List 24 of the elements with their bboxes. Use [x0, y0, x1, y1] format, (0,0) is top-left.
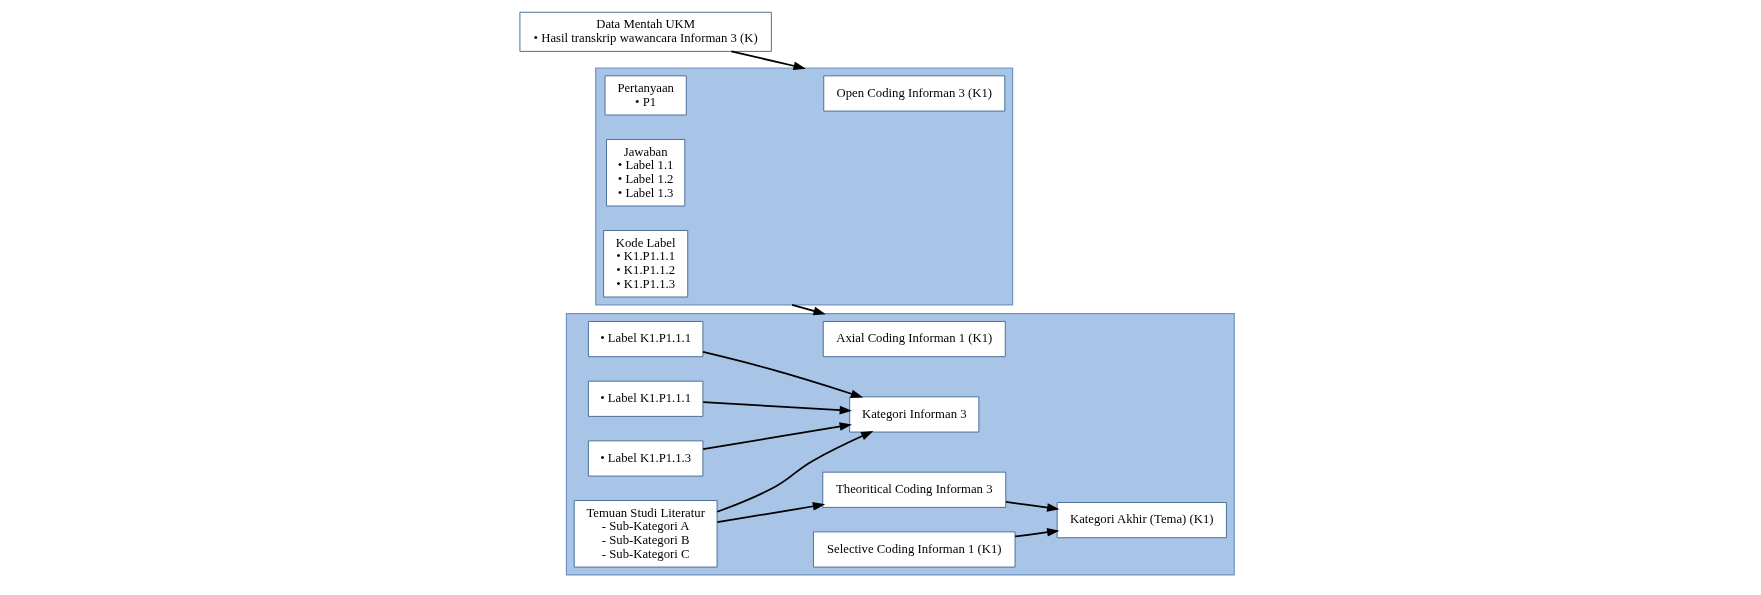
- arrow: [1004, 501, 1059, 512]
- arrow: [701, 401, 852, 415]
- arrow: [701, 422, 852, 450]
- arrow: [716, 502, 825, 523]
- node-box: Kategori Akhir (Tema) (K1): [1056, 502, 1227, 539]
- node-box: Temuan Studi Literatur - Sub-Kategori A - Sub-Kategori B - Sub-Kategori C: [573, 500, 718, 568]
- node-box: Kode Label • K1.P1.1.1 • K1.P1.1.2 • K1.P1.1.3: [602, 230, 688, 298]
- node-box: • Label K1.P1.1.1: [587, 380, 703, 417]
- node-box: Jawaban • Label 1.1 • Label 1.2 • Label 1.3: [605, 138, 685, 207]
- node-box: • Label K1.P1.1.3: [587, 440, 703, 477]
- node-box: Selective Coding Informan 1 (K1): [812, 531, 1016, 568]
- cluster: [565, 313, 1235, 576]
- node-box: Kategori Informan 3: [848, 396, 979, 433]
- cluster: [594, 67, 1013, 306]
- node-box: Data Mentah UKM • Hasil transkrip wawancara Informan 3 (K): [518, 11, 772, 52]
- arrow: [715, 431, 873, 513]
- node-box: Open Coding Informan 3 (K1): [822, 75, 1005, 112]
- node-box: Pertanyaan • P1: [604, 75, 687, 116]
- node-box: • Label K1.P1.1.1: [587, 321, 703, 358]
- node-box: Theoritical Coding Informan 3: [821, 471, 1006, 508]
- arrow: [790, 303, 826, 316]
- arrow: [701, 351, 863, 398]
- arrow: [1013, 528, 1059, 538]
- node-box: Axial Coding Informan 1 (K1): [822, 321, 1006, 358]
